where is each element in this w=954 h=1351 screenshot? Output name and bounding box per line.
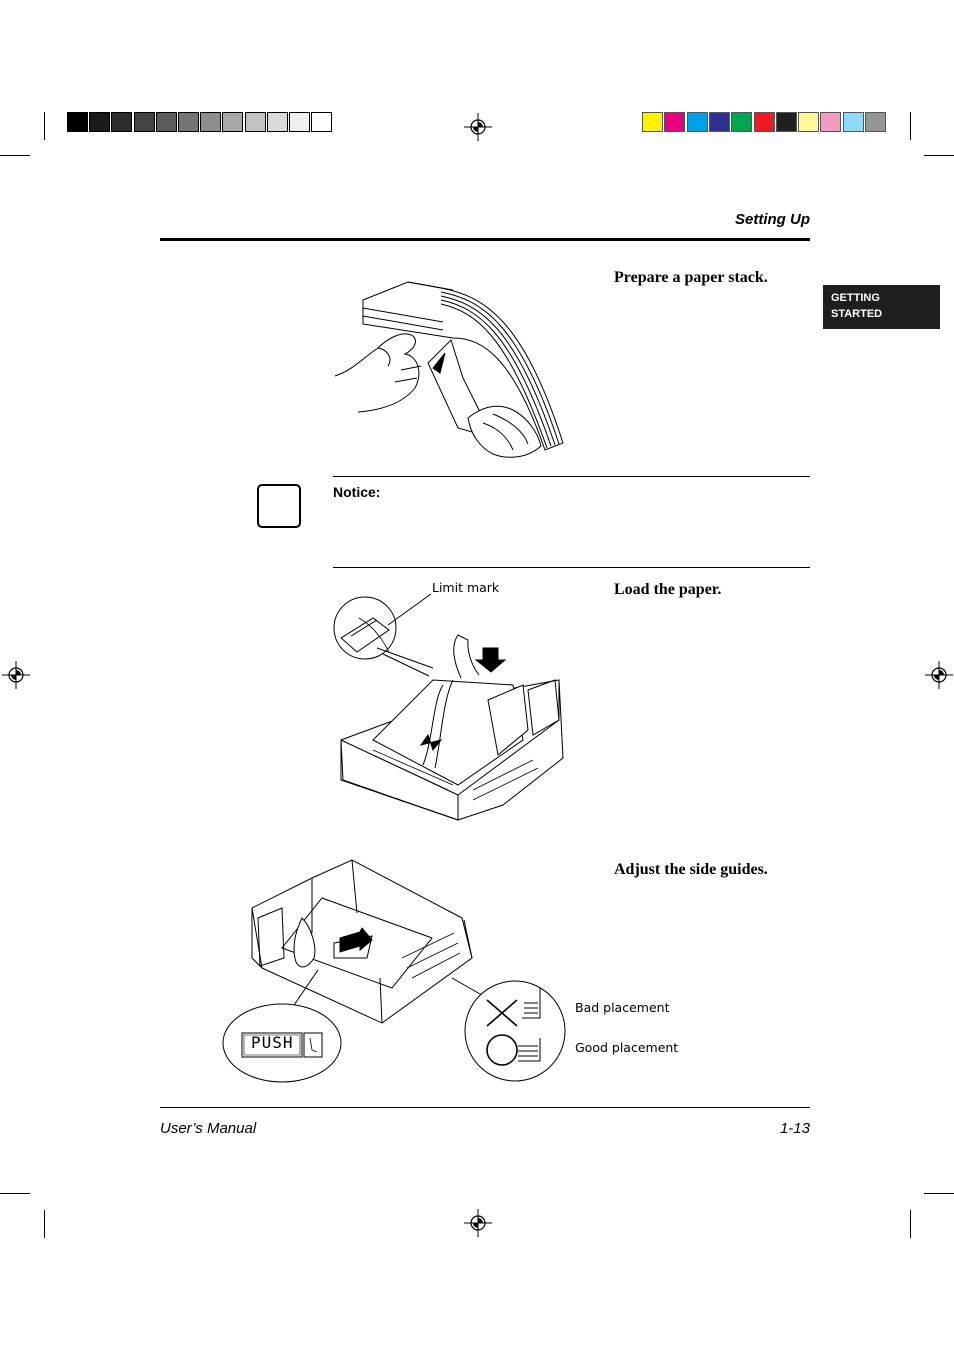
gray-swatch xyxy=(311,112,333,132)
color-swatch xyxy=(865,112,886,132)
crop-mark xyxy=(44,112,45,140)
color-swatch xyxy=(664,112,686,132)
step-title-load: Load the paper. xyxy=(614,581,722,598)
gray-swatch xyxy=(289,112,310,132)
gray-swatch xyxy=(155,112,177,132)
gray-swatch xyxy=(133,112,155,132)
good-placement-callout: Good placement xyxy=(575,1040,679,1055)
footer-manual-title: User’s Manual xyxy=(160,1120,257,1137)
color-swatch xyxy=(798,112,820,132)
crop-mark xyxy=(910,112,911,140)
registration-target-icon xyxy=(925,661,953,689)
crop-mark xyxy=(910,1210,911,1238)
step-title-prepare: Prepare a paper stack. xyxy=(614,269,768,286)
footer-rule xyxy=(160,1107,810,1108)
registration-target-icon xyxy=(2,661,30,689)
color-swatch xyxy=(708,112,730,132)
color-swatch xyxy=(820,112,842,132)
color-swatch xyxy=(842,112,864,132)
color-swatch xyxy=(642,112,663,132)
color-swatch xyxy=(731,112,753,132)
registration-target-icon xyxy=(464,1209,492,1237)
paper-tray-load-illustration xyxy=(333,590,565,826)
gray-swatch xyxy=(111,112,133,132)
crop-mark xyxy=(924,1193,954,1194)
color-swatch xyxy=(775,112,797,132)
section-title: Setting Up xyxy=(735,211,810,228)
side-guide-adjust-illustration xyxy=(222,858,572,1084)
notice-label: Notice: xyxy=(333,484,381,500)
color-swatch xyxy=(686,112,708,132)
crop-mark xyxy=(924,155,954,156)
gray-swatch xyxy=(266,112,288,132)
paper-stack-illustration xyxy=(333,278,565,462)
crop-mark xyxy=(44,1210,45,1238)
chapter-tab-line2: STARTED xyxy=(831,308,883,320)
color-swatch xyxy=(753,112,775,132)
gray-swatch xyxy=(222,112,244,132)
chapter-tab-line1: GETTING xyxy=(831,292,880,304)
gray-swatch xyxy=(244,112,266,132)
crop-mark xyxy=(0,155,30,156)
limit-mark-callout: Limit mark xyxy=(432,580,500,595)
chapter-tab: GETTING STARTED xyxy=(823,285,940,329)
step-title-adjust: Adjust the side guides. xyxy=(614,861,768,878)
registration-target-icon xyxy=(464,113,492,141)
crop-mark xyxy=(0,1193,30,1194)
notice-icon xyxy=(257,484,301,528)
header-rule xyxy=(160,238,810,241)
gray-swatch xyxy=(200,112,222,132)
bad-placement-callout: Bad placement xyxy=(575,1000,670,1015)
notice-top-rule xyxy=(333,476,810,477)
gray-swatch xyxy=(89,112,111,132)
push-label: PUSH xyxy=(251,1033,294,1052)
notice-bottom-rule xyxy=(333,567,810,568)
page-number: 1-13 xyxy=(779,1120,810,1137)
gray-swatch xyxy=(67,112,88,132)
gray-swatch xyxy=(178,112,199,132)
